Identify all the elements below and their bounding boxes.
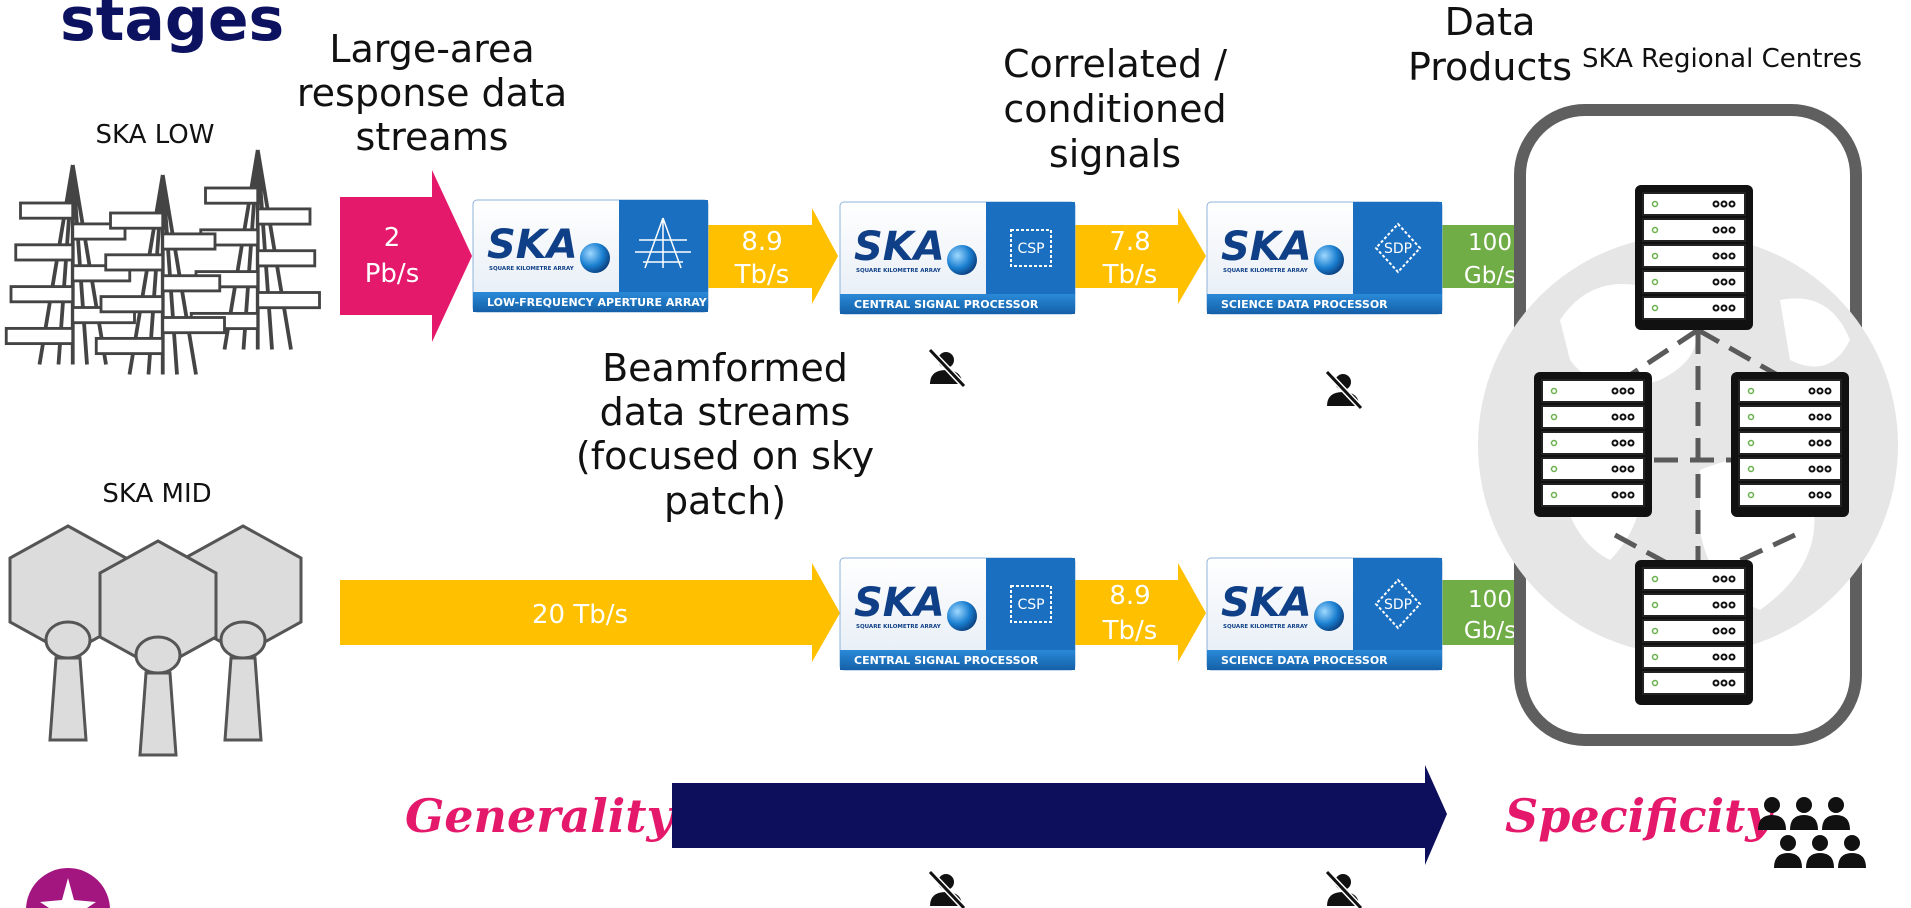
mid-input-arrow [340, 563, 840, 662]
svg-text:LOW-FREQUENCY APERTURE ARRAY: LOW-FREQUENCY APERTURE ARRAY [487, 296, 708, 309]
csp-to-sdp-mid-arrow [1075, 563, 1206, 662]
network-links [1613, 327, 1797, 583]
svg-text:SKA: SKA [854, 580, 945, 626]
sdp-out-mid-rate: 100 [1468, 587, 1512, 613]
regional-centres-panel [1478, 104, 1898, 746]
low-input-rate: 2 [384, 223, 401, 253]
svg-text:SQUARE KILOMETRE ARRAY: SQUARE KILOMETRE ARRAY [489, 266, 575, 272]
svg-text:SKA: SKA [1221, 224, 1312, 270]
low-to-csp-rate: 8.9 [741, 227, 782, 257]
csp-to-sdp-mid-unit: Tb/s [1102, 616, 1158, 646]
svg-text:SQUARE KILOMETRE ARRAY: SQUARE KILOMETRE ARRAY [856, 624, 942, 630]
svg-text:SDP: SDP [1384, 241, 1412, 257]
diamond-icon [1374, 222, 1422, 274]
regional-centres-label: SKA Regional Centres [1582, 44, 1862, 74]
svg-text:SQUARE KILOMETRE ARRAY: SQUARE KILOMETRE ARRAY [1223, 268, 1309, 274]
svg-text:CSP: CSP [1017, 597, 1044, 613]
svg-text:CSP: CSP [1017, 241, 1044, 257]
server-icon [1533, 371, 1653, 518]
low-input-unit: Pb/s [365, 259, 420, 289]
low-aperture-array-module: SKA SQUARE KILOMETRE ARRAY LOW-FREQUENCY… [472, 199, 709, 313]
svg-text:SKA: SKA [854, 224, 945, 270]
people-group-icon [1758, 797, 1866, 868]
svg-text:patch): patch) [664, 479, 786, 523]
svg-text:signals: signals [1049, 132, 1181, 176]
svg-text:SQUARE KILOMETRE ARRAY: SQUARE KILOMETRE ARRAY [1223, 624, 1309, 630]
server-icon [1730, 371, 1850, 518]
svg-text:SKA: SKA [1221, 580, 1312, 626]
svg-text:SCIENCE DATA PROCESSOR: SCIENCE DATA PROCESSOR [1221, 654, 1388, 667]
csp-to-sdp-low-arrow [1075, 208, 1206, 304]
svg-text:Beamformed: Beamformed [602, 346, 848, 390]
svg-text:SKA: SKA [487, 222, 578, 268]
csp-to-sdp-mid-rate: 8.9 [1109, 581, 1150, 611]
logo-icon [26, 868, 110, 908]
sdp-out-mid-unit: Gb/s [1464, 618, 1516, 644]
no-person-icon [930, 350, 964, 386]
svg-text:CENTRAL SIGNAL PROCESSOR: CENTRAL SIGNAL PROCESSOR [854, 298, 1039, 311]
low-to-csp-arrow [708, 208, 838, 304]
large-area-caption: Large-area response data streams [297, 27, 567, 159]
svg-text:(focused on sky: (focused on sky [576, 434, 874, 478]
ska-low-antenna-icon [4, 148, 322, 377]
correlated-caption: Correlated / conditioned signals [1003, 42, 1227, 176]
svg-text:conditioned: conditioned [1003, 87, 1226, 131]
ska-mid-label: SKA MID [102, 479, 211, 509]
data-products-caption: Data Products [1408, 0, 1572, 89]
server-icon [1634, 184, 1754, 331]
antenna-grid-icon [635, 217, 691, 269]
svg-text:response data: response data [297, 71, 567, 115]
sdp-module-low: SKA SQUARE KILOMETRE ARRAY SDP SCIENCE D… [1206, 201, 1443, 315]
no-person-icon [930, 872, 964, 908]
mid-input-rate: 20 Tb/s [532, 600, 628, 630]
ska-low-label: SKA LOW [96, 120, 215, 150]
server-icon [1634, 559, 1754, 706]
low-input-arrow [340, 170, 472, 342]
sdp-out-low-unit: Gb/s [1464, 263, 1516, 289]
svg-text:Correlated /: Correlated / [1003, 42, 1227, 86]
diamond-icon [1374, 578, 1422, 630]
sdp-out-low-rate: 100 [1468, 230, 1512, 256]
chip-icon [1010, 585, 1052, 623]
csp-module-low: SKA SQUARE KILOMETRE ARRAY CSP CENTRAL S… [839, 201, 1076, 315]
ska-mid-dish-icon [8, 524, 303, 757]
svg-text:SCIENCE DATA PROCESSOR: SCIENCE DATA PROCESSOR [1221, 298, 1388, 311]
no-person-icon [1327, 372, 1361, 408]
beamformed-caption: Beamformed data streams (focused on sky … [576, 346, 874, 523]
svg-text:Data: Data [1445, 0, 1536, 44]
no-person-icon [1327, 872, 1361, 908]
svg-text:CENTRAL SIGNAL PROCESSOR: CENTRAL SIGNAL PROCESSOR [854, 654, 1039, 667]
csp-to-sdp-low-rate: 7.8 [1109, 227, 1150, 257]
svg-text:Large-area: Large-area [329, 27, 534, 71]
scale-arrow [672, 765, 1447, 865]
generality-label: Generality [405, 789, 677, 843]
chip-icon [1010, 229, 1052, 267]
csp-module-mid: SKA SQUARE KILOMETRE ARRAY CSP CENTRAL S… [839, 557, 1076, 671]
sdp-module-mid: SKA SQUARE KILOMETRE ARRAY SDP SCIENCE D… [1206, 557, 1443, 671]
svg-text:data streams: data streams [600, 390, 851, 434]
svg-text:Products: Products [1408, 45, 1572, 89]
csp-to-sdp-low-unit: Tb/s [1102, 260, 1158, 290]
low-to-csp-unit: Tb/s [734, 260, 790, 290]
svg-text:SQUARE KILOMETRE ARRAY: SQUARE KILOMETRE ARRAY [856, 268, 942, 274]
page-title: stages [60, 0, 284, 55]
specificity-label: Specificity [1505, 789, 1775, 843]
svg-text:SDP: SDP [1384, 597, 1412, 613]
svg-text:streams: streams [356, 115, 509, 159]
